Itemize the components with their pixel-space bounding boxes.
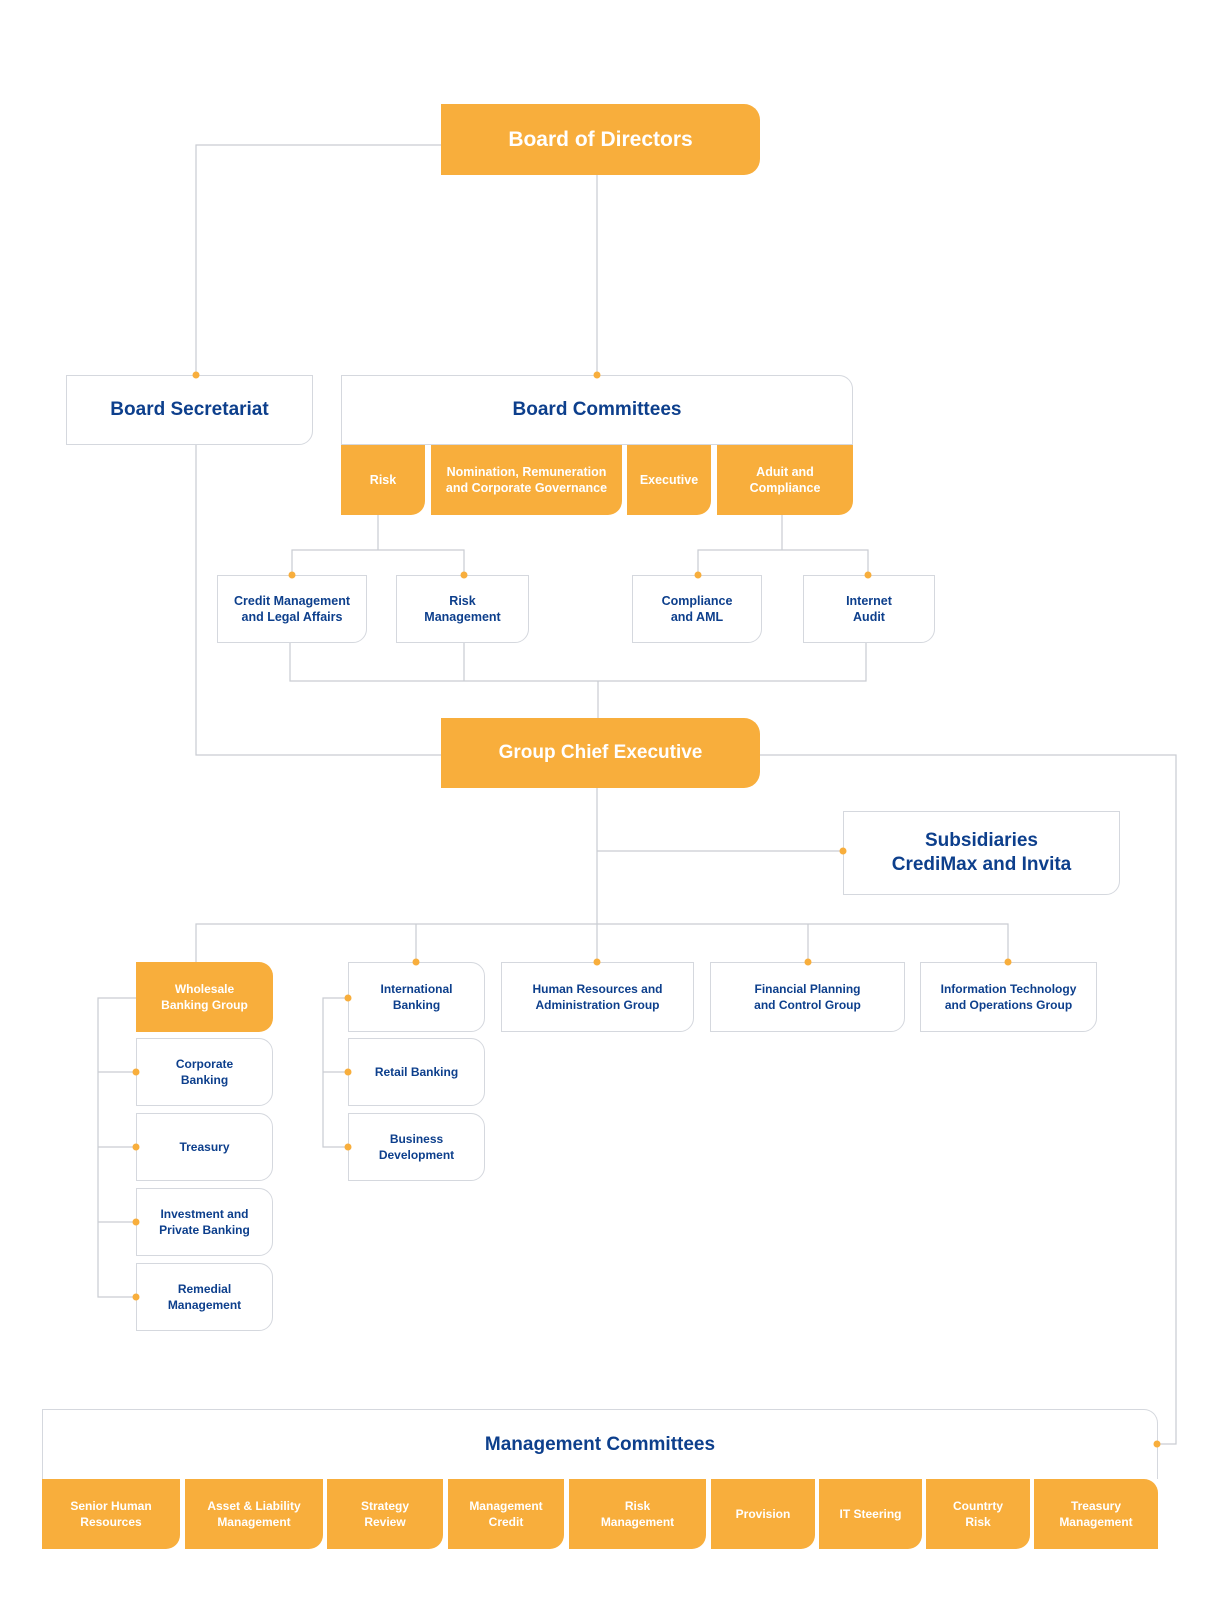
subsidiaries-box: Subsidiaries CrediMax and Invita: [843, 811, 1120, 895]
committee-risk: Risk: [341, 445, 425, 515]
mc-asset-liability-label: Asset & Liability Management: [207, 1499, 301, 1529]
connector-dot: [132, 1143, 140, 1151]
connector-dot: [1153, 1440, 1161, 1448]
group-chief-executive-label: Group Chief Executive: [498, 742, 703, 763]
committee-executive-label: Executive: [639, 473, 699, 487]
treasury-box: Treasury: [136, 1113, 273, 1181]
connector-dot: [412, 958, 420, 966]
connector-dot: [694, 571, 702, 579]
connector-dot: [804, 958, 812, 966]
corporate-banking-label: Corporate Banking: [175, 1057, 234, 1087]
connector-dot: [192, 371, 200, 379]
mc-strategy-review-label: Strategy Review: [360, 1499, 410, 1529]
connector-dot: [132, 1293, 140, 1301]
board-of-directors-box: Board of Directors: [441, 104, 760, 175]
committee-executive: Executive: [627, 445, 711, 515]
mc-management-credit-label: Management Credit: [469, 1499, 543, 1529]
connector-dot: [288, 571, 296, 579]
mc-risk-management-label: Risk Management: [600, 1499, 675, 1529]
connector-dot: [344, 1068, 352, 1076]
it-operations-group-box: Information Technology and Operations Gr…: [920, 962, 1097, 1032]
mc-asset-liability: Asset & Liability Management: [185, 1479, 323, 1549]
board-secretariat-label: Board Secretariat: [110, 399, 269, 420]
internet-audit-box: Internet Audit: [803, 575, 935, 643]
risk-management-box: Risk Management: [396, 575, 529, 643]
international-banking-label: International Banking: [380, 982, 453, 1012]
compliance-aml-label: Compliance and AML: [661, 594, 733, 624]
hr-admin-group-label: Human Resources and Administration Group: [532, 982, 663, 1012]
management-committees-title: Management Committees: [484, 1433, 716, 1455]
connector-dot: [593, 958, 601, 966]
subsidiaries-names: CrediMax and Invita: [891, 854, 1072, 875]
connector-dot: [864, 571, 872, 579]
connector-dot: [1004, 958, 1012, 966]
connector-dot: [344, 994, 352, 1002]
remedial-management-label: Remedial Management: [167, 1282, 242, 1312]
board-of-directors-label: Board of Directors: [508, 127, 693, 151]
mc-it-steering: IT Steering: [819, 1479, 922, 1549]
connector-dot: [132, 1068, 140, 1076]
committee-risk-label: Risk: [369, 473, 397, 487]
connector-dot: [593, 371, 601, 379]
committee-nomination-label: Nomination, Remuneration and Corporate G…: [445, 465, 608, 495]
mc-treasury-management-label: Treasury Management: [1059, 1499, 1133, 1529]
investment-private-banking-box: Investment and Private Banking: [136, 1188, 273, 1256]
mc-country-risk: Countrty Risk: [926, 1479, 1030, 1549]
connector-dot: [839, 847, 847, 855]
subsidiaries-title: Subsidiaries: [925, 830, 1038, 851]
credit-management-label: Credit Management and Legal Affairs: [234, 594, 350, 624]
hr-admin-group-box: Human Resources and Administration Group: [501, 962, 694, 1032]
committee-audit: Aduit and Compliance: [717, 445, 853, 515]
wholesale-banking-group-box: Wholesale Banking Group: [136, 962, 273, 1032]
mc-provision: Provision: [711, 1479, 815, 1549]
compliance-aml-box: Compliance and AML: [632, 575, 762, 643]
management-committees-box: Management Committees: [42, 1409, 1158, 1479]
remedial-management-box: Remedial Management: [136, 1263, 273, 1331]
mc-senior-hr: Senior Human Resources: [42, 1479, 180, 1549]
international-banking-box: International Banking: [348, 962, 485, 1032]
mc-provision-label: Provision: [735, 1507, 791, 1521]
investment-private-banking-label: Investment and Private Banking: [159, 1207, 250, 1237]
financial-planning-group-box: Financial Planning and Control Group: [710, 962, 905, 1032]
mc-treasury-management: Treasury Management: [1034, 1479, 1158, 1549]
connector-dot: [132, 1218, 140, 1226]
mc-risk-management: Risk Management: [569, 1479, 706, 1549]
retail-banking-box: Retail Banking: [348, 1038, 485, 1106]
wholesale-banking-group-label: Wholesale Banking Group: [161, 982, 248, 1012]
business-development-box: Business Development: [348, 1113, 485, 1181]
business-development-label: Business Development: [378, 1132, 455, 1162]
group-chief-executive-box: Group Chief Executive: [441, 718, 760, 788]
connector-dot: [344, 1143, 352, 1151]
mc-country-risk-label: Countrty Risk: [953, 1499, 1003, 1529]
mc-senior-hr-label: Senior Human Resources: [70, 1499, 152, 1529]
board-committees-title: Board Committees: [512, 399, 682, 420]
treasury-label: Treasury: [179, 1140, 230, 1154]
risk-management-label: Risk Management: [424, 594, 501, 624]
internet-audit-label: Internet Audit: [846, 594, 892, 624]
financial-planning-group-label: Financial Planning and Control Group: [754, 982, 861, 1012]
corporate-banking-box: Corporate Banking: [136, 1038, 273, 1106]
credit-management-box: Credit Management and Legal Affairs: [217, 575, 367, 643]
connector-dot: [460, 571, 468, 579]
it-operations-group-label: Information Technology and Operations Gr…: [940, 982, 1077, 1012]
mc-it-steering-label: IT Steering: [839, 1507, 902, 1521]
board-secretariat-box: Board Secretariat: [66, 375, 313, 445]
retail-banking-label: Retail Banking: [374, 1065, 459, 1079]
committee-nomination: Nomination, Remuneration and Corporate G…: [431, 445, 622, 515]
mc-management-credit: Management Credit: [448, 1479, 564, 1549]
mc-strategy-review: Strategy Review: [327, 1479, 443, 1549]
committee-audit-label: Aduit and Compliance: [749, 465, 821, 495]
board-committees-box: Board Committees: [341, 375, 853, 445]
